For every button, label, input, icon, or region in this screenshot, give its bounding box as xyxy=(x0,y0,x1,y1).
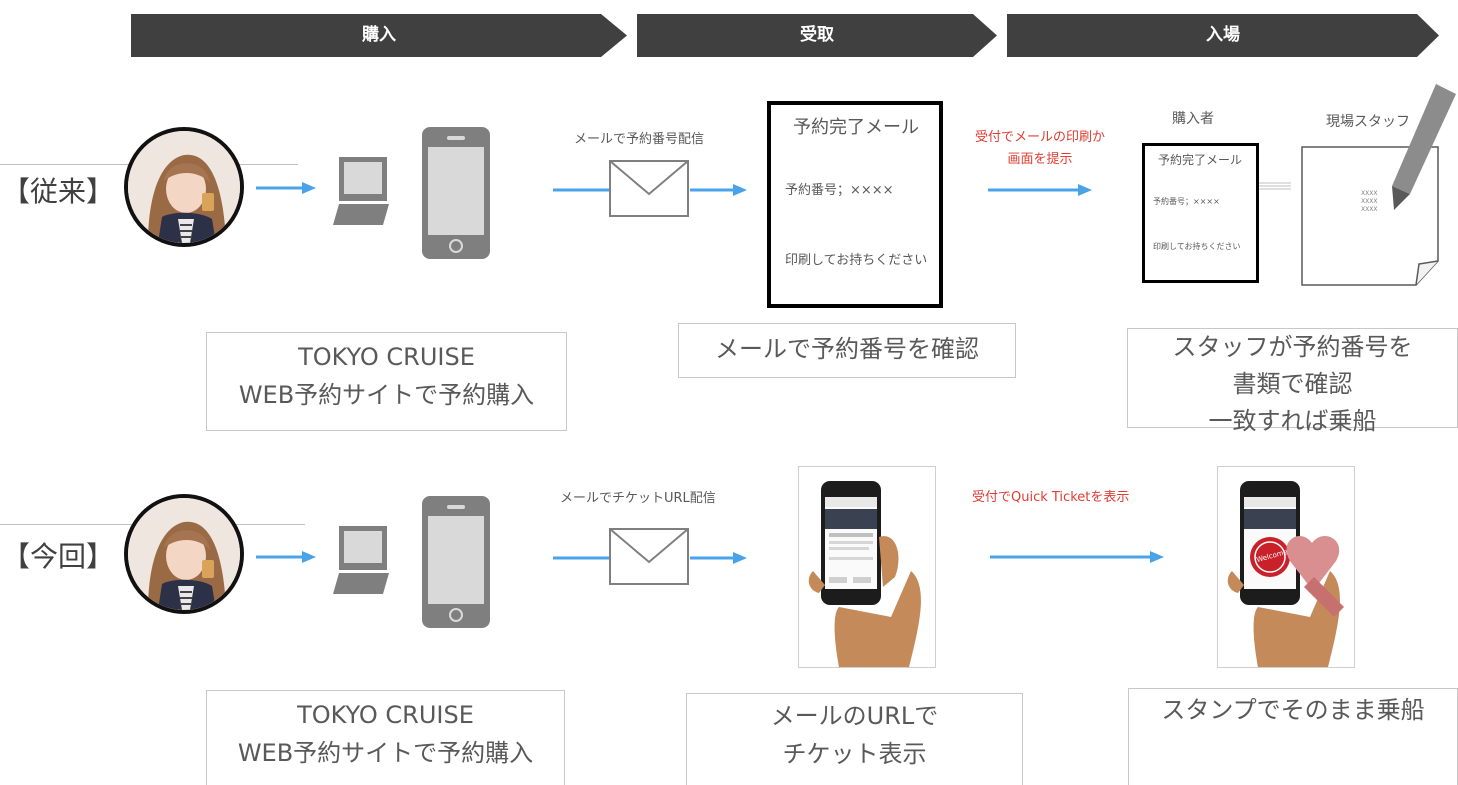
reservation-mail-document: 予約完了メール 予約番号；×××× 印刷してお持ちください xyxy=(767,101,943,308)
caption-line: メールで予約番号を確認 xyxy=(715,335,979,363)
caption-line: スタッフが予約番号を xyxy=(1172,333,1413,361)
row-label-conventional: 【従来】 xyxy=(2,175,115,208)
person-avatar xyxy=(124,494,244,614)
mail-caption-current: メールでチケットURL配信 xyxy=(560,491,716,506)
mail-caption-conventional: メールで予約番号配信 xyxy=(574,132,705,147)
laptop-icon xyxy=(333,157,389,225)
stage-label-purchase: 購入 xyxy=(362,25,396,45)
stage-banner-entry: 入場 xyxy=(1007,14,1439,57)
document-link-lines xyxy=(1259,182,1291,190)
caption-line: 一致すれば乗船 xyxy=(1208,407,1377,435)
doc-reservation-number: 予約番号；×××× xyxy=(785,183,894,198)
arrow-person-to-devices xyxy=(256,551,316,563)
staff-paper-line-2: XXXX xyxy=(1361,198,1378,205)
staff-paper-line-1: XXXX xyxy=(1361,190,1378,197)
small-doc-title: 予約完了メール xyxy=(1158,153,1243,167)
caption-line: スタンプでそのまま乗船 xyxy=(1161,696,1425,724)
envelope-icon xyxy=(553,160,747,217)
caption-line: WEB予約サイトで予約購入 xyxy=(238,381,535,409)
staff-paper-text: XXXX XXXX XXXX xyxy=(1361,190,1377,214)
doc-title: 予約完了メール xyxy=(793,117,919,138)
caption-line: メールのURLで xyxy=(770,702,939,730)
reception-line-1: 受付でメールの印刷か xyxy=(974,130,1105,145)
caption-entry-current: スタンプでそのまま乗船 xyxy=(1128,688,1458,785)
small-doc-note: 印刷してお持ちください xyxy=(1153,242,1241,251)
caption-line: チケット表示 xyxy=(782,740,927,768)
reception-line-1: 受付でQuick Ticketを表示 xyxy=(972,490,1130,505)
small-doc-number: 予約番号；×××× xyxy=(1153,197,1220,206)
stage-banner-purchase: 購入 xyxy=(131,14,627,57)
smartphone-icon xyxy=(422,127,490,259)
laptop-icon xyxy=(333,526,389,594)
hand-phone-photo xyxy=(798,466,936,668)
person-avatar xyxy=(124,127,244,247)
arrow-to-reception-current xyxy=(990,551,1164,563)
caption-line: WEB予約サイトで予約購入 xyxy=(237,739,534,767)
caption-receive-conventional: メールで予約番号を確認 xyxy=(678,323,1016,378)
stamp-on-phone-photo: Welcome xyxy=(1217,466,1355,668)
stage-label-entry: 入場 xyxy=(1206,25,1240,45)
caption-purchase-conventional: TOKYO CRUISE WEB予約サイトで予約購入 xyxy=(206,332,567,431)
reception-instruction-current: 受付でQuick Ticketを表示 xyxy=(972,487,1160,509)
reception-instruction-conventional: 受付でメールの印刷か 画面を提示 xyxy=(970,127,1110,171)
stage-banner-receive: 受取 xyxy=(637,14,997,57)
caption-entry-conventional: スタッフが予約番号を 書類で確認 一致すれば乗船 xyxy=(1127,328,1458,435)
caption-line: TOKYO CRUISE xyxy=(297,701,474,729)
reception-line-2: 画面を提示 xyxy=(1007,152,1073,167)
caption-line: 書類で確認 xyxy=(1232,370,1353,398)
envelope-icon xyxy=(553,528,747,585)
pencil-icon xyxy=(1392,84,1456,210)
stage-label-receive: 受取 xyxy=(800,25,834,45)
buyer-printed-mail: 予約完了メール 予約番号；×××× 印刷してお持ちください xyxy=(1142,143,1259,283)
arrow-person-to-devices xyxy=(256,182,316,194)
arrow-to-reception-conventional xyxy=(988,184,1092,196)
smartphone-icon xyxy=(422,496,490,628)
caption-purchase-current: TOKYO CRUISE WEB予約サイトで予約購入 xyxy=(206,690,565,785)
caption-receive-current: メールのURLで チケット表示 xyxy=(686,693,1023,785)
doc-print-note: 印刷してお持ちください xyxy=(785,253,928,268)
caption-line: TOKYO CRUISE xyxy=(298,343,475,371)
staff-paper-line-3: XXXX xyxy=(1361,206,1378,213)
buyer-label: 購入者 xyxy=(1172,111,1214,127)
staff-label: 現場スタッフ xyxy=(1326,114,1410,130)
row-label-current: 【今回】 xyxy=(2,540,115,573)
